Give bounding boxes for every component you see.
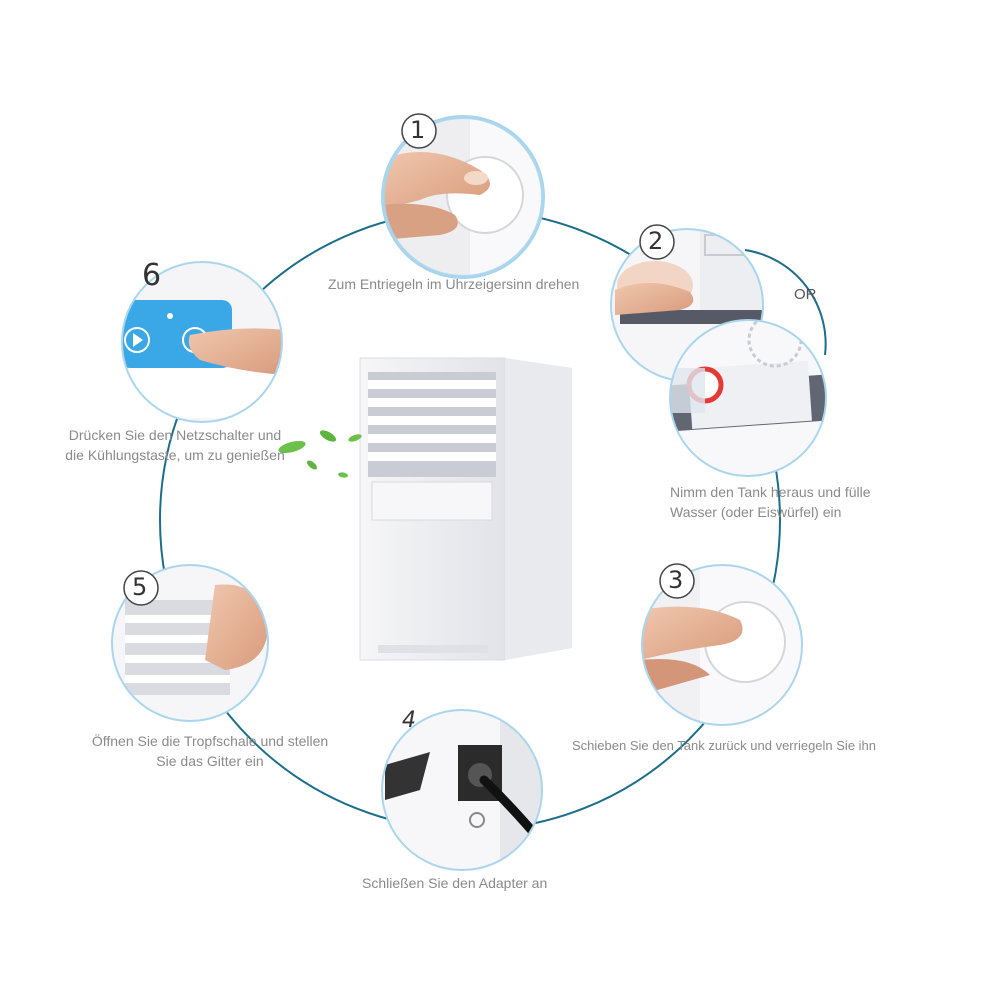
step-6-caption-line-2: die Kühlungstaste, um zu genießen [65, 447, 285, 463]
step-2-caption: Nimm den Tank heraus und fülle Wasser (o… [670, 482, 930, 522]
step-5-caption-line-2: Sie das Gitter ein [156, 753, 264, 769]
step-4-number: 4 [402, 708, 416, 733]
step-6-number: 6 [142, 258, 162, 293]
step-5-caption: Öffnen Sie die Tropfschale und stellen S… [70, 731, 350, 771]
or-label: OR [794, 286, 817, 303]
step-4-image [381, 709, 543, 871]
step-2-badge [639, 224, 675, 260]
step-3-badge [659, 563, 695, 599]
air-cooler-product [359, 357, 572, 661]
step-1-number: 1 [410, 116, 426, 144]
step-1-image [381, 115, 545, 279]
step-2-number: 2 [648, 227, 664, 255]
step-3-number: 3 [668, 566, 684, 594]
step-6-caption-line-1: Drücken Sie den Netzschalter und [68, 427, 282, 443]
step-5-badge [123, 570, 159, 606]
step-5-caption-line-1: Öffnen Sie die Tropfschale und stellen [91, 733, 329, 749]
step-5-image [111, 564, 269, 722]
breeze-leaves [278, 430, 362, 478]
step-1-badge [401, 113, 437, 149]
or-arc [744, 249, 827, 356]
step-2-caption-line-1: Nimm den Tank heraus und fülle [670, 484, 871, 500]
step-2-caption-line-2: Wasser (oder Eiswürfel) ein [670, 504, 842, 520]
step-5-number: 5 [132, 573, 148, 601]
step-6-caption: Drücken Sie den Netzschalter und die Küh… [30, 425, 320, 465]
step-3-image [641, 564, 803, 726]
step-2-image [610, 228, 827, 477]
step-4-caption: Schließen Sie den Adapter an [362, 875, 548, 891]
step-1-caption: Zum Entriegeln im Uhrzeigersinn drehen [328, 276, 580, 292]
step-6-image [121, 261, 283, 423]
step-3-caption: Schieben Sie den Tank zurück und verrieg… [572, 738, 877, 753]
